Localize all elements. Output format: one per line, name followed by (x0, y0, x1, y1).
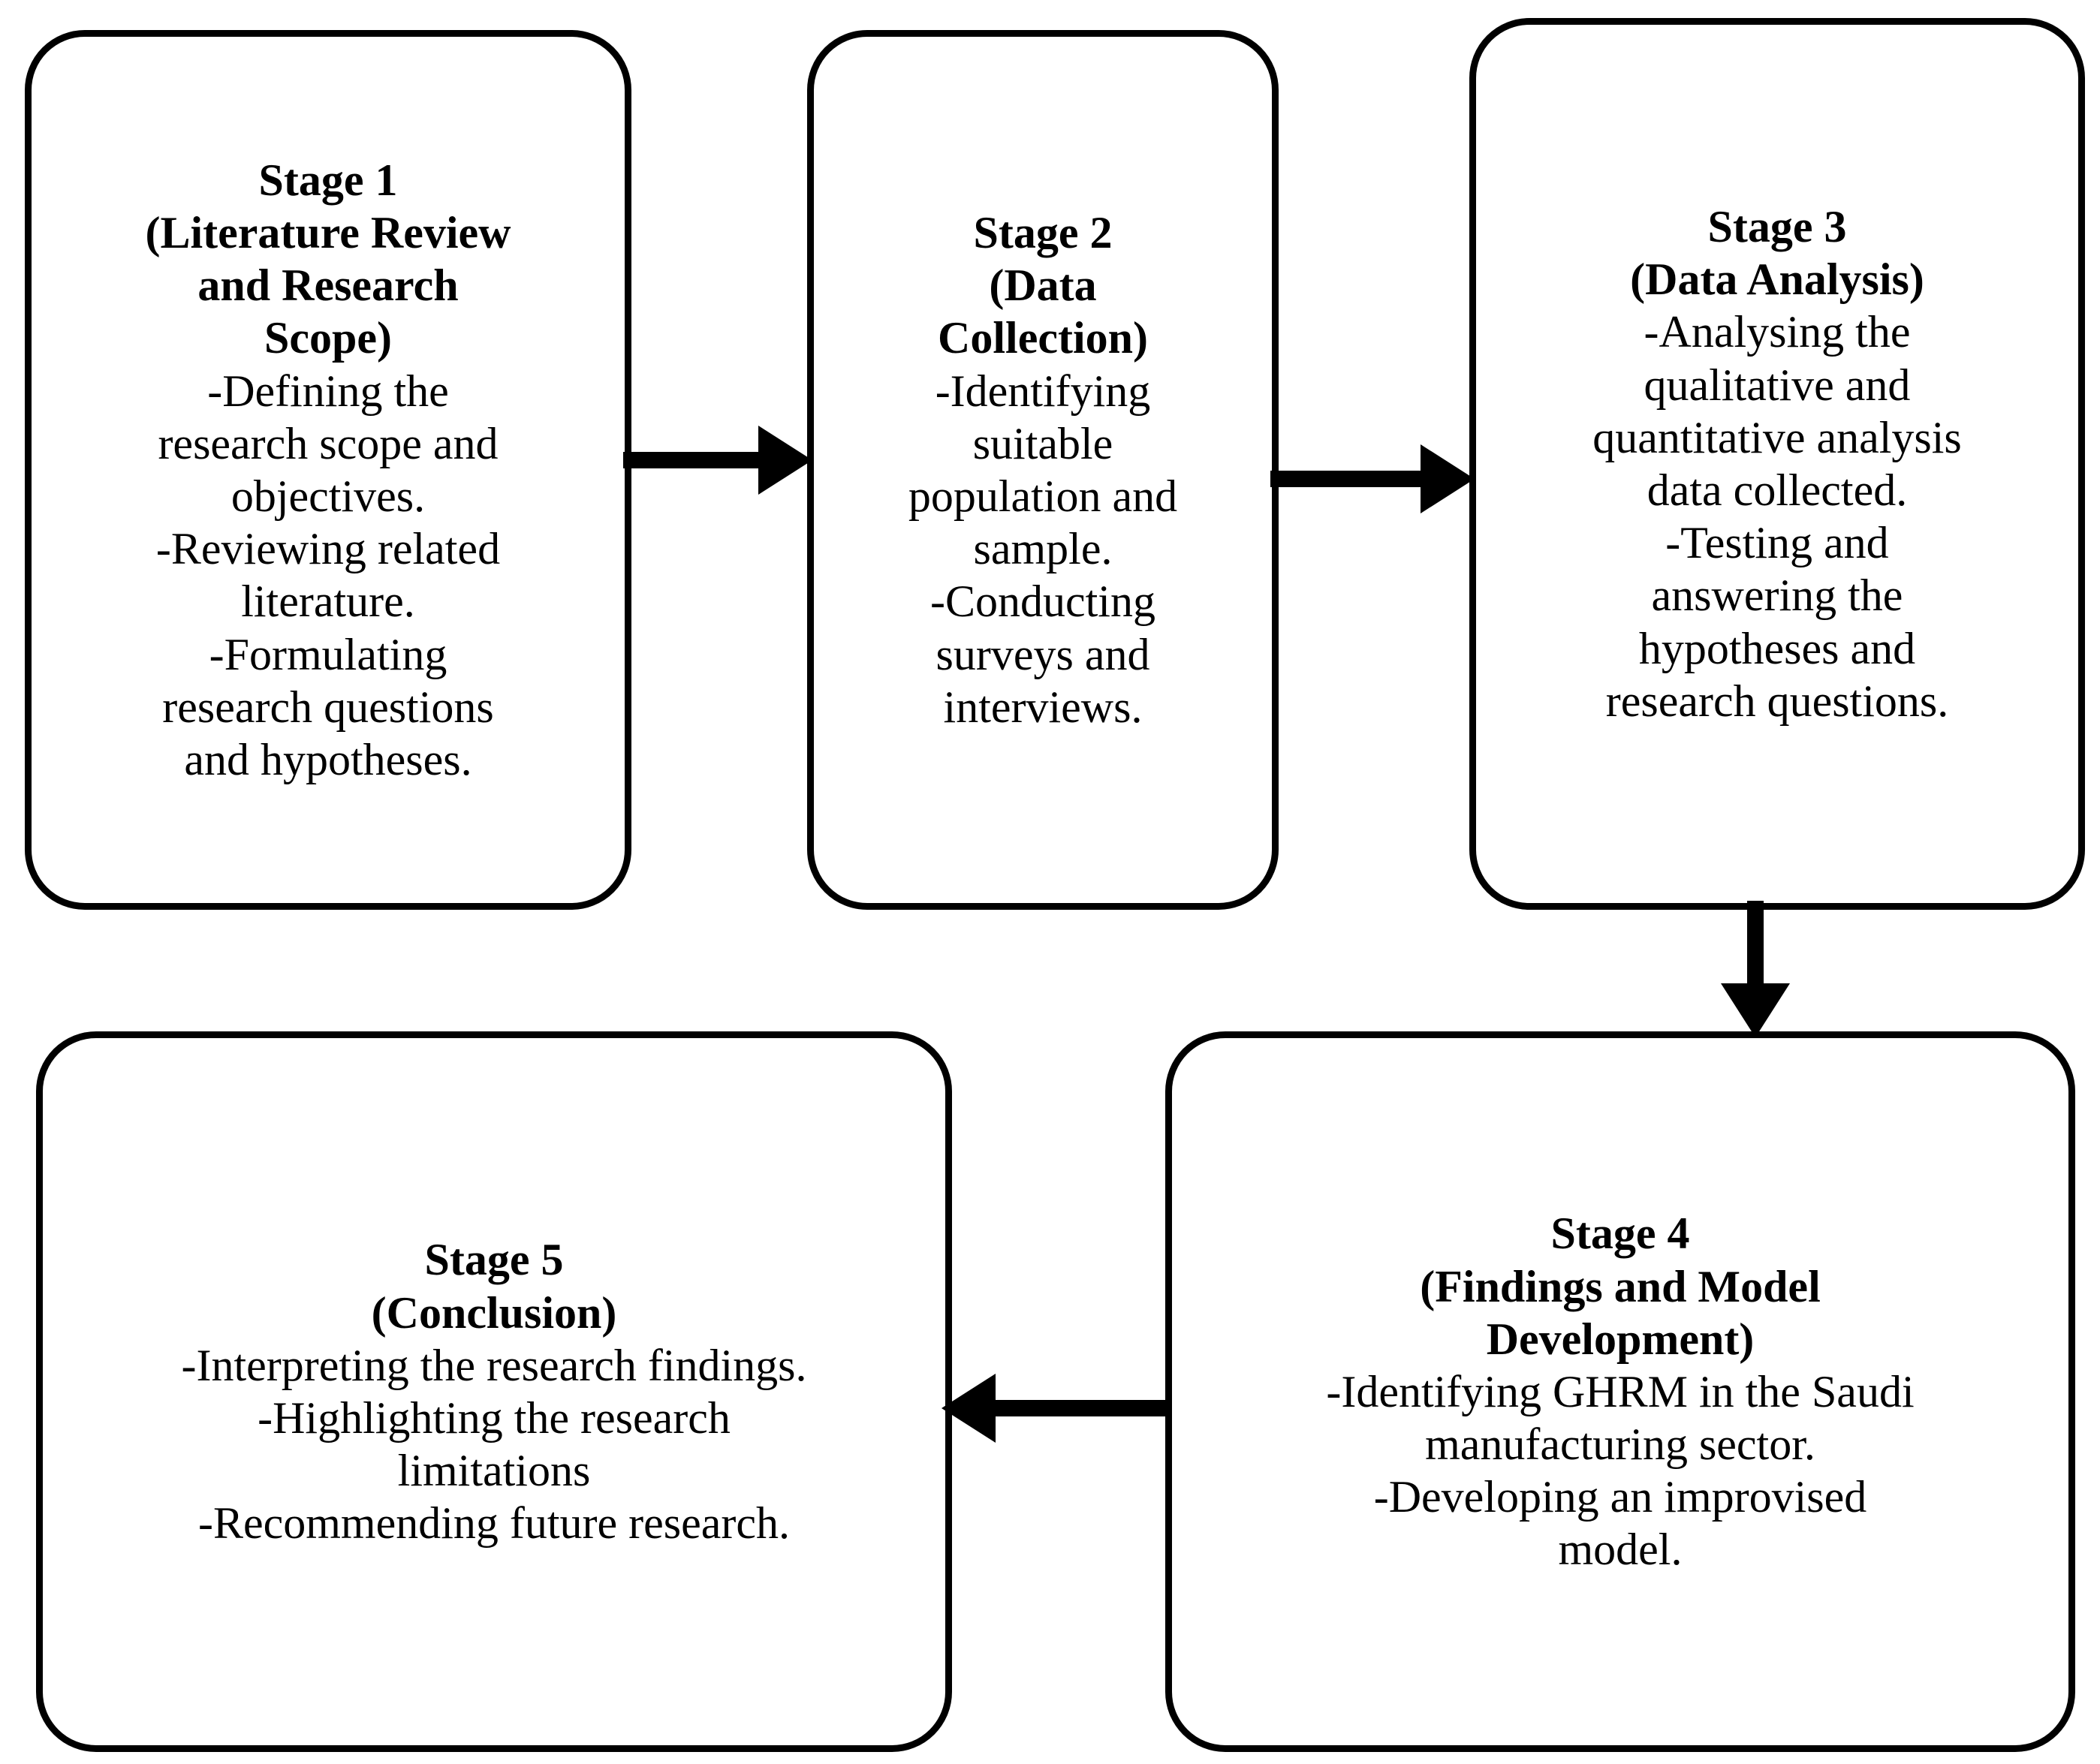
stage-3-node[interactable]: Stage 3 (Data Analysis) -Analysing the q… (1469, 18, 2085, 910)
arrow-stage2-to-stage3-icon (1270, 443, 1475, 515)
stage-2-node[interactable]: Stage 2 (Data Collection) -Identifying s… (807, 30, 1279, 910)
arrow-stage4-to-stage5-icon (942, 1372, 1171, 1444)
stage-1-title: Stage 1 (Literature Review and Research … (145, 155, 511, 363)
arrow-head-down-icon (1721, 983, 1790, 1037)
arrow-shaft (1747, 901, 1764, 989)
arrow-head-right-icon (1421, 444, 1475, 513)
stage-1-node[interactable]: Stage 1 (Literature Review and Research … (25, 30, 631, 910)
arrow-head-left-icon (942, 1374, 996, 1443)
arrow-shaft (623, 452, 763, 468)
stage-5-node[interactable]: Stage 5 (Conclusion) -Interpreting the r… (36, 1031, 952, 1752)
stage-5-body: -Interpreting the research findings. -Hi… (181, 1340, 807, 1549)
stage-3-title: Stage 3 (Data Analysis) (1630, 202, 1924, 305)
stage-5-title: Stage 5 (Conclusion) (371, 1235, 617, 1338)
stage-3-body: -Analysing the qualitative and quantitat… (1592, 307, 1962, 726)
stage-4-body: -Identifying GHRM in the Saudi manufactu… (1326, 1366, 1915, 1575)
stage-2-body: -Identifying suitable population and sam… (908, 366, 1178, 732)
arrow-head-right-icon (758, 426, 812, 495)
stage-2-title: Stage 2 (Data Collection) (938, 208, 1148, 363)
arrow-stage1-to-stage2-icon (623, 424, 812, 496)
arrow-stage3-to-stage4-icon (1719, 901, 1791, 1037)
stage-4-node[interactable]: Stage 4 (Findings and Model Development)… (1165, 1031, 2075, 1752)
stage-1-body: -Defining the research scope and objecti… (155, 366, 501, 784)
arrow-shaft (990, 1400, 1171, 1416)
arrow-shaft (1270, 471, 1425, 487)
stage-4-title: Stage 4 (Findings and Model Development) (1420, 1209, 1821, 1364)
